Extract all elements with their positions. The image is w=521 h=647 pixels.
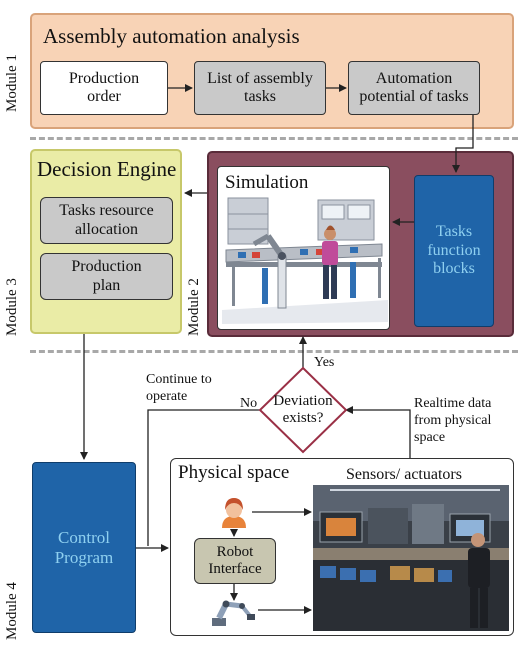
yes-label: Yes	[314, 355, 335, 370]
deviation-exists-text: Deviation exists?	[273, 392, 333, 426]
separator-1	[30, 137, 518, 140]
control-program-box: Control Program	[32, 462, 136, 633]
decision-engine-title: Decision Engine	[37, 157, 177, 181]
robot-interface-box: Robot Interface	[194, 538, 276, 584]
no-label: No	[240, 396, 258, 411]
tasks-resource-allocation-box: Tasks resource allocation	[40, 197, 173, 244]
automation-potential-box: Automation potential of tasks	[348, 61, 480, 115]
module-2-label: Module 2	[186, 278, 202, 336]
production-plan-box: Production plan	[40, 253, 173, 300]
module-1-title: Assembly automation analysis	[43, 24, 300, 48]
module-3-label: Module 3	[4, 278, 20, 336]
production-order-box: Production order	[40, 61, 168, 115]
tasks-function-blocks-box: Tasks function blocks	[414, 175, 494, 327]
sensors-actuators-label: Sensors/ actuators	[346, 466, 462, 483]
module-1-label: Module 1	[4, 54, 20, 112]
continue-to-operate-label: Continue to operate	[146, 372, 212, 404]
separator-2	[30, 350, 518, 353]
realtime-data-label: Realtime data from physical space	[414, 396, 492, 445]
physical-space-title: Physical space	[178, 462, 290, 483]
list-of-assembly-tasks-box: List of assembly tasks	[194, 61, 326, 115]
simulation-title: Simulation	[225, 172, 309, 193]
module-4-label: Module 4	[4, 582, 20, 640]
